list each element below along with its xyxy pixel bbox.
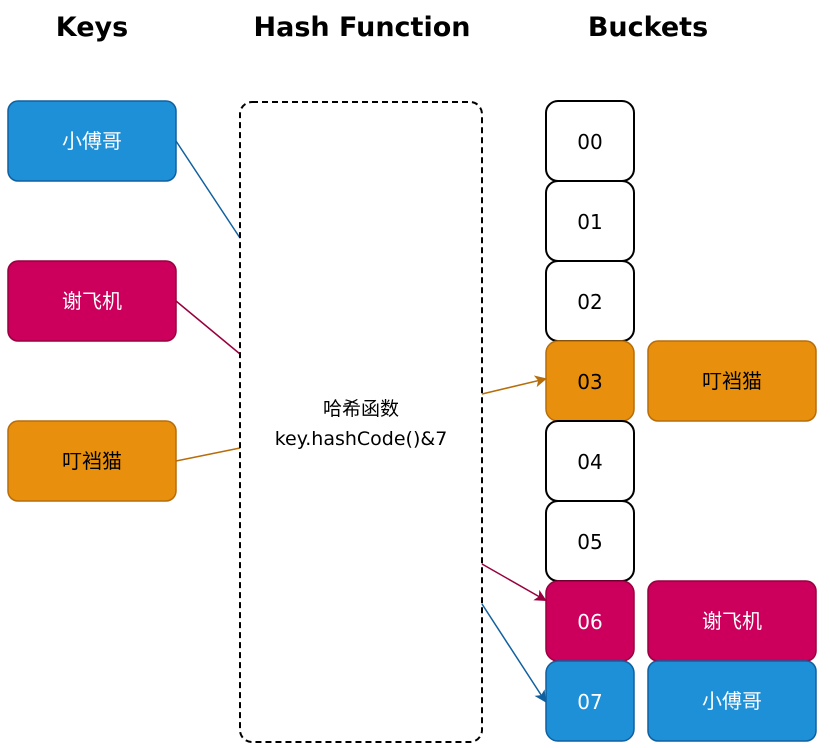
key-box: 小傅哥: [7, 100, 177, 182]
bucket-05: 05: [545, 500, 635, 582]
bucket-03: 03: [545, 340, 635, 422]
key-box: 谢飞机: [7, 260, 177, 342]
bucket-index-label: 03: [577, 370, 602, 394]
key-label: 谢飞机: [62, 289, 122, 313]
key-label: 叮裆猫: [62, 449, 122, 473]
bucket-00: 00: [545, 100, 635, 182]
bucket-index-label: 07: [577, 690, 602, 714]
bucket-index-label: 02: [577, 290, 602, 314]
key-box: 叮裆猫: [7, 420, 177, 502]
bucket-02: 02: [545, 260, 635, 342]
key-connector-line: [175, 300, 241, 355]
bucket-entry-label: 谢飞机: [702, 609, 762, 633]
hash-function-box: 哈希函数 key.hashCode()&7: [239, 101, 483, 743]
bucket-entry-label: 小傅哥: [702, 689, 762, 713]
bucket-index-label: 00: [577, 130, 602, 154]
bucket-arrows: [481, 375, 547, 703]
bucket-index-label: 05: [577, 530, 602, 554]
buckets-heading: Buckets: [588, 12, 708, 43]
hash-function-title: 哈希函数: [323, 398, 399, 420]
key-label: 小傅哥: [62, 129, 122, 153]
hash-to-bucket-arrow: [481, 603, 547, 703]
bucket-index-label: 04: [577, 450, 602, 474]
key-connector-line: [175, 140, 241, 239]
bucket-index-label: 01: [577, 210, 602, 234]
bucket-04: 04: [545, 420, 635, 502]
key-connectors: [175, 140, 241, 462]
bucket-index-label: 06: [577, 610, 602, 634]
bucket-07: 07: [545, 660, 635, 742]
bucket-entry: 小傅哥: [647, 660, 817, 742]
bucket-entry-label: 叮裆猫: [702, 369, 762, 393]
keys-heading: Keys: [56, 12, 128, 43]
hash-to-bucket-arrow: [481, 563, 547, 601]
bucket-01: 01: [545, 180, 635, 262]
hash-function-formula: key.hashCode()&7: [275, 428, 448, 450]
bucket-entry: 叮裆猫: [647, 340, 817, 422]
key-connector-line: [175, 447, 241, 462]
hash-function-heading: Hash Function: [254, 12, 471, 43]
hash-to-bucket-arrow: [481, 375, 547, 395]
buckets-column: 00 01 02 03 叮裆猫 04 05 06 谢飞机 07 小傅哥: [545, 100, 817, 742]
bucket-06: 06: [545, 580, 635, 662]
bucket-entry: 谢飞机: [647, 580, 817, 662]
